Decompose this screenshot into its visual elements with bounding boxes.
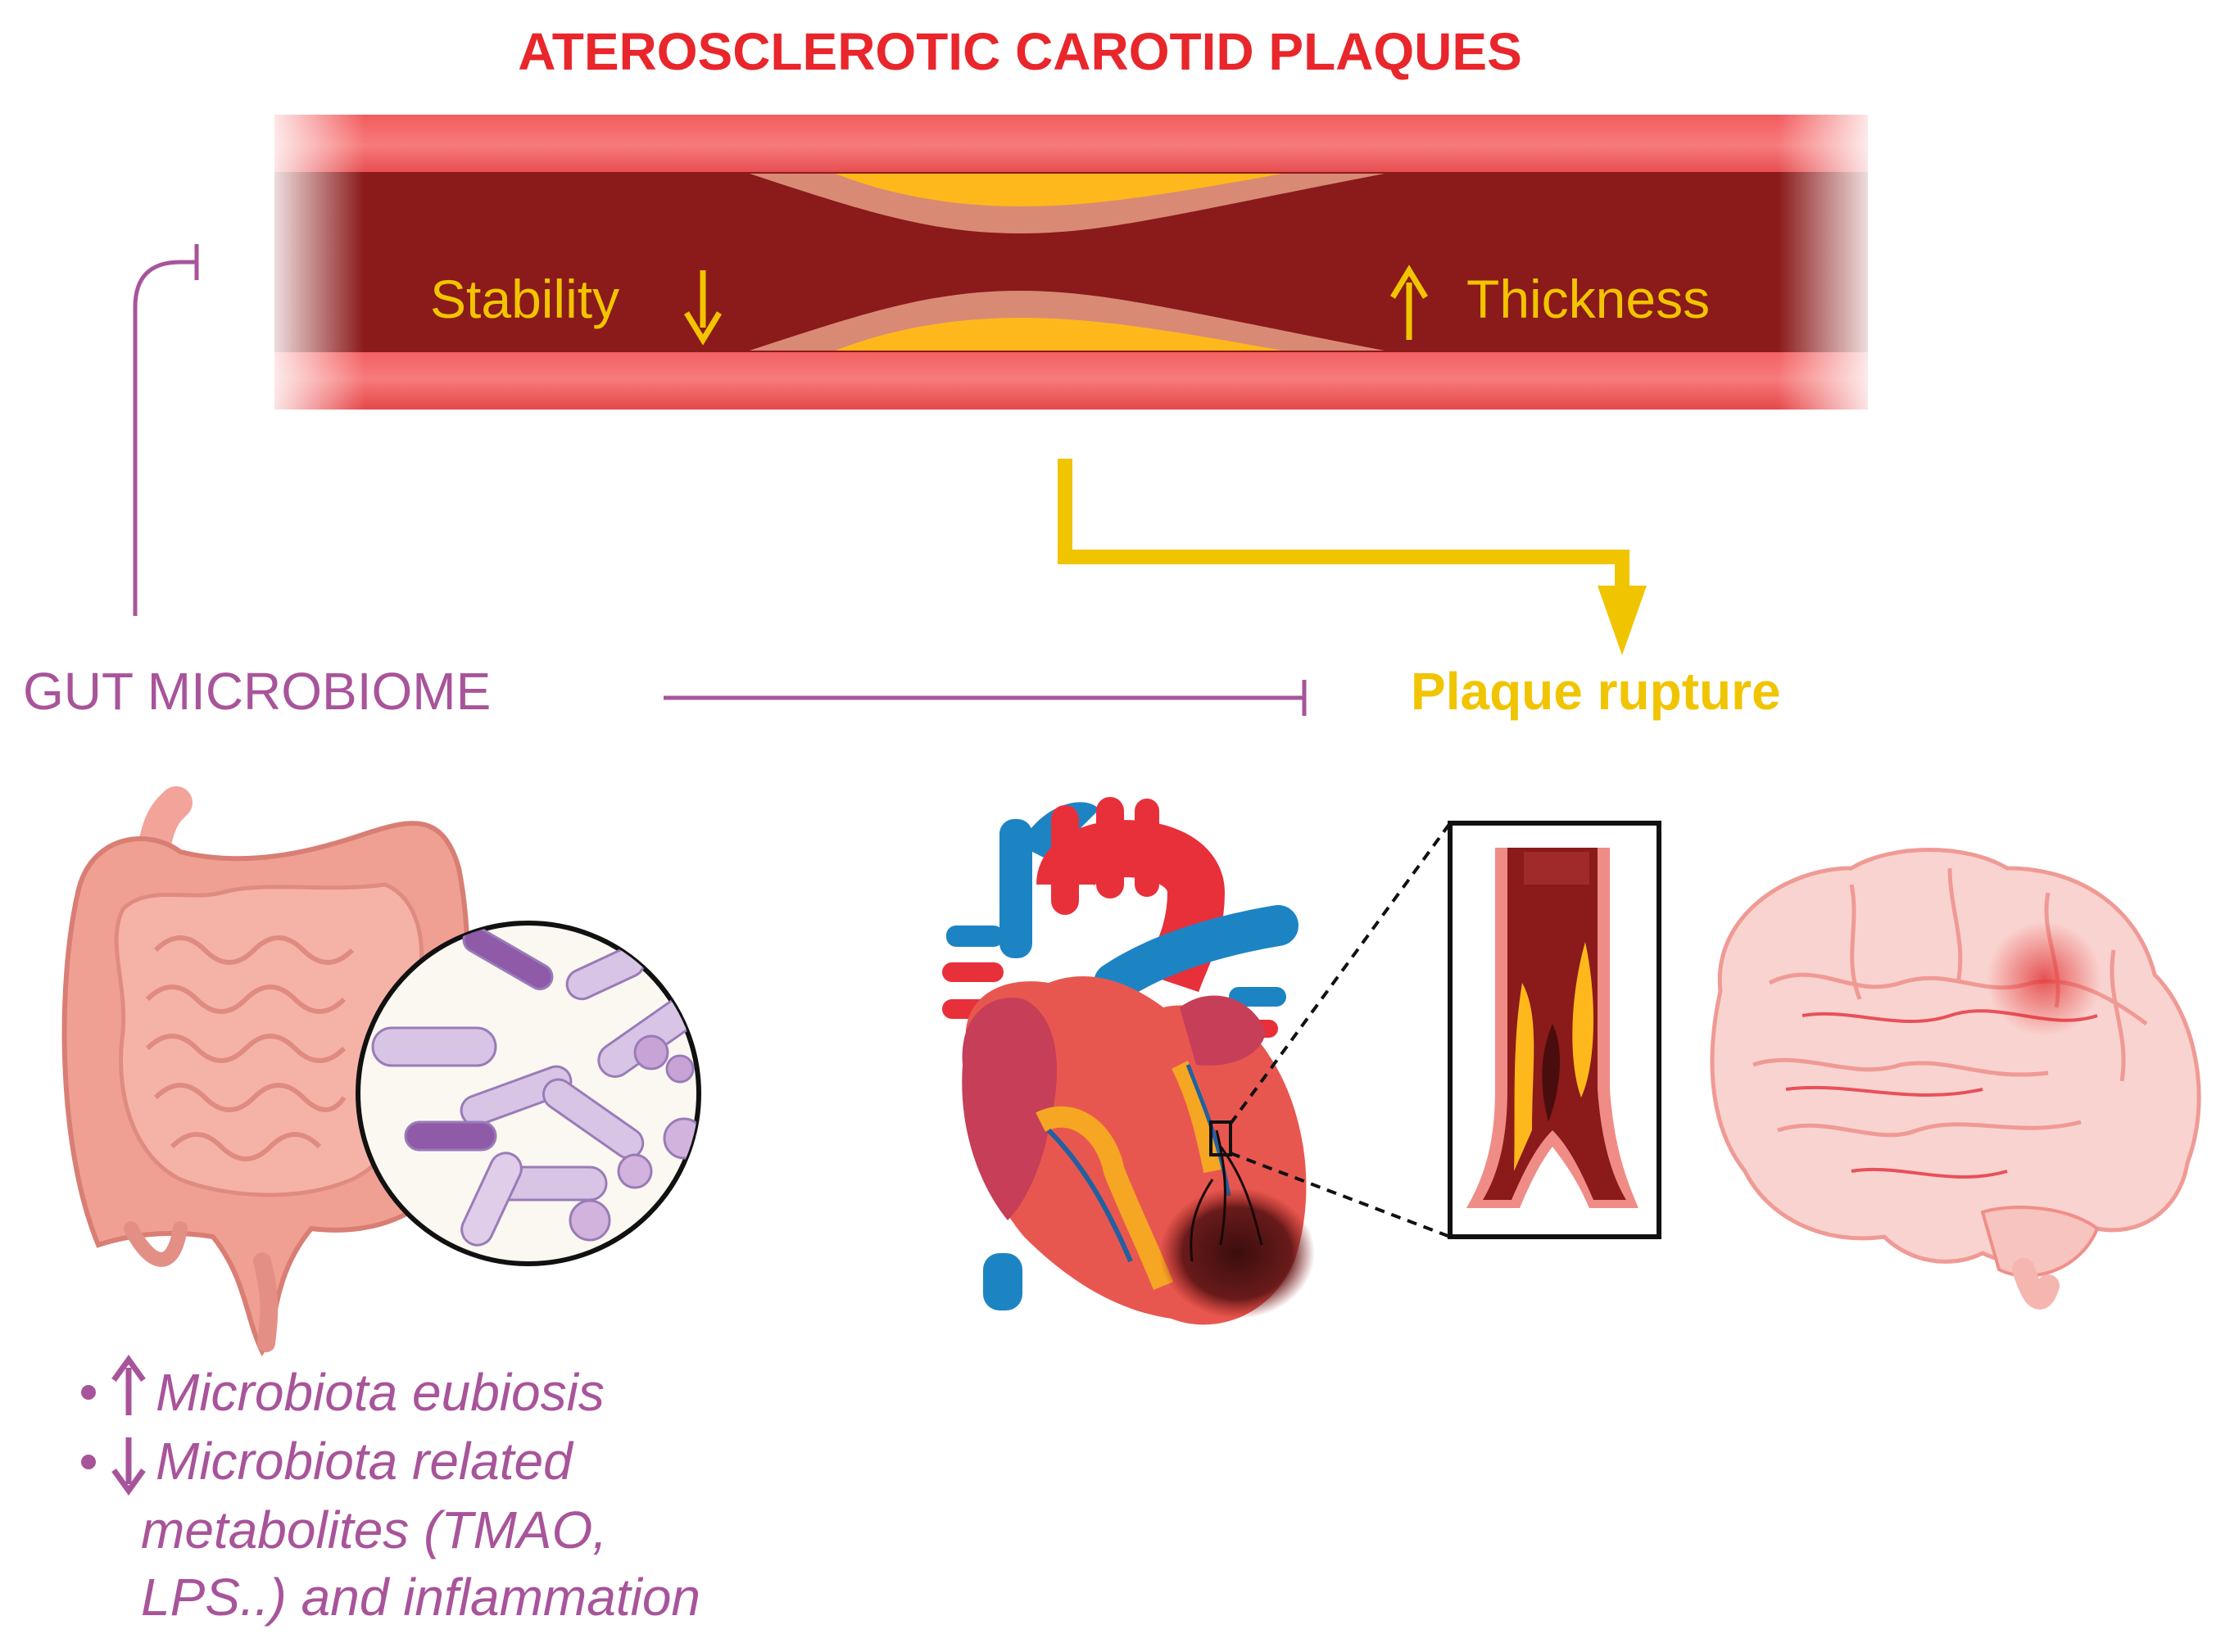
zoom-connector — [1229, 821, 1452, 1238]
artery-wall-top — [274, 115, 1868, 176]
brain-icon — [1710, 848, 2201, 1310]
outcome-list: Microbiota eubiosis Microbiota related m… — [81, 1355, 700, 1627]
bullet-dot — [81, 1385, 96, 1400]
thickness-label: Thickness — [1466, 269, 1710, 329]
title: ATEROSCLEROTIC CAROTID PLAQUES — [518, 22, 1522, 81]
arrow-up-icon — [111, 1355, 146, 1415]
bullet-metabolites-line3: LPS..) and inflammation — [141, 1568, 700, 1627]
heart-icon — [942, 797, 1315, 1325]
bullet-eubiosis: Microbiota eubiosis — [156, 1363, 605, 1422]
bullet-metabolites-line2: metabolites (TMAO, — [141, 1500, 607, 1559]
arrow-down-icon — [684, 270, 722, 346]
artery-wall-bottom — [274, 348, 1868, 410]
plaque-top-core — [836, 174, 1282, 206]
plaque-rupture-label: Plaque rupture — [1411, 662, 1781, 721]
stability-label: Stability — [430, 269, 619, 329]
intestine-icon — [61, 786, 471, 1356]
bullet-dot — [81, 1455, 96, 1469]
arrow-up-icon — [1390, 265, 1428, 340]
inhibition-connector-to-rupture — [664, 680, 1307, 716]
artery-illustration — [274, 115, 1868, 410]
ruptured-artery-inset — [1448, 821, 1661, 1239]
plaque-bottom-core — [836, 318, 1282, 351]
microbiota-circle-icon — [356, 921, 701, 1266]
gut-microbiome-label: GUT MICROBIOME — [23, 662, 491, 721]
bullet-metabolites-line1: Microbiota related — [156, 1432, 574, 1491]
arrow-down-icon — [111, 1437, 146, 1496]
inhibition-connector-to-plaques — [133, 244, 199, 616]
progression-arrow — [1058, 459, 1647, 655]
